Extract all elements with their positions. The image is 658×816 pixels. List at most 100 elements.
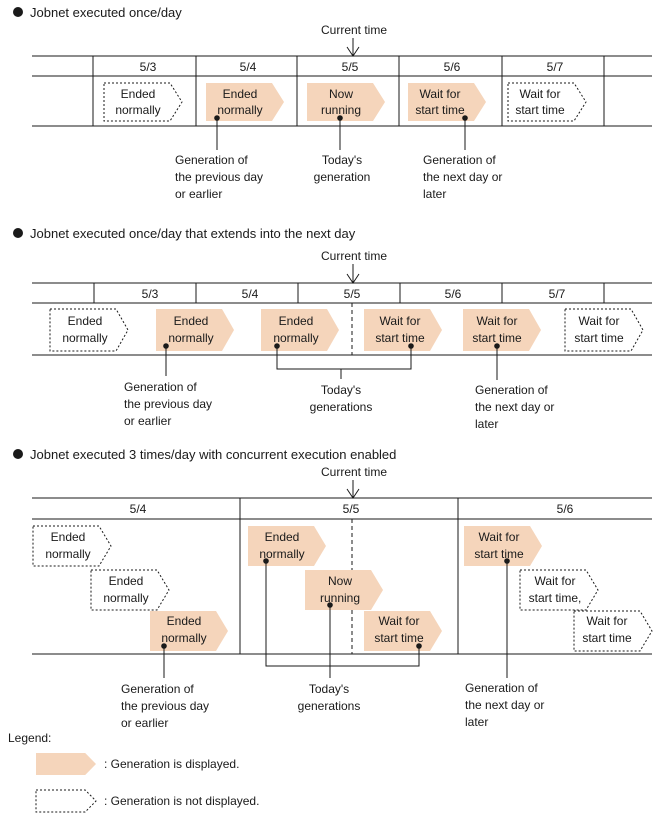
generation-displayed-shape (305, 570, 383, 610)
generation-line1: Ended (121, 87, 156, 101)
generation-box: Wait for start time (364, 611, 442, 651)
section-heading: Jobnet executed once/day (30, 5, 182, 20)
generation-line2: start time (374, 631, 424, 645)
generation-box: Ended normally (49, 308, 129, 352)
generation-box: Wait for start time (463, 309, 541, 351)
generation-hidden-shape (519, 569, 599, 611)
generation-line2: start time (582, 631, 632, 645)
date-label: 5/3 (142, 287, 159, 301)
generation-line2: start time (474, 547, 524, 561)
generation-line1: Wait for (420, 87, 461, 101)
generation-line1: Wait for (520, 87, 561, 101)
date-label: 5/6 (557, 502, 574, 516)
generation-displayed-shape (150, 611, 228, 651)
bullet-icon (13, 7, 23, 17)
annotation-previous-day: Generation of the previous day or earlie… (175, 153, 263, 201)
generation-box: Ended normally (261, 309, 339, 351)
generation-displayed-shape (156, 309, 234, 351)
annotation-line: generation (314, 170, 371, 184)
generation-line2: normally (103, 591, 148, 605)
annotation-line: generations (298, 699, 361, 713)
today-bracket (265, 561, 420, 667)
generation-box: Ended normally (90, 569, 170, 611)
annotation-line: Generation of (175, 153, 248, 167)
annotation-line: Generation of (465, 681, 538, 695)
generation-line2: normally (161, 631, 206, 645)
annotation-line: the next day or (475, 400, 554, 414)
generation-box: Wait for start time (573, 610, 653, 652)
annotation-today: Today's generation (314, 153, 371, 184)
annotation-line: Generation of (423, 153, 496, 167)
generation-line2: normally (45, 547, 90, 561)
generation-hidden-shape (103, 82, 183, 122)
generation-box: Wait for start time (464, 526, 542, 566)
generation-box: Ended normally (150, 611, 228, 651)
generation-hidden-shape (573, 610, 653, 652)
generation-box: Wait for start time, (519, 569, 599, 611)
annotation-today: Today's generations (298, 682, 361, 713)
generation-box: Wait for start time (364, 309, 442, 351)
annotation-line: later (475, 417, 498, 431)
generation-box: Wait for start time (408, 83, 486, 121)
legend-displayed-text: : Generation is displayed. (104, 757, 239, 771)
generation-hidden-shape (35, 789, 97, 813)
generation-hidden-shape (564, 308, 644, 352)
generation-line1: Ended (167, 614, 202, 628)
generation-box: Now running (307, 83, 385, 121)
generation-hidden-shape (507, 82, 587, 122)
annotation-line: the previous day (175, 170, 263, 184)
generation-line1: Ended (51, 530, 86, 544)
generation-displayed-shape (364, 309, 442, 351)
generation-box: Now running (305, 570, 383, 610)
generation-displayed-shape (464, 526, 542, 566)
date-label: 5/5 (342, 60, 359, 74)
date-label: 5/4 (130, 502, 147, 516)
date-label: 5/5 (343, 502, 360, 516)
date-label: 5/4 (242, 287, 259, 301)
generation-line2: normally (273, 331, 318, 345)
generation-line2: normally (62, 331, 107, 345)
date-label: 5/5 (344, 287, 361, 301)
generation-line2: start time (472, 331, 522, 345)
annotation-line: or earlier (121, 716, 168, 730)
generation-line2: start time (415, 103, 465, 117)
generation-line1: Ended (223, 87, 258, 101)
generation-line2: running (321, 103, 361, 117)
current-time-label: Current time (321, 23, 387, 37)
generation-box: Wait for start time (564, 308, 644, 352)
annotation-line: the next day or (423, 170, 502, 184)
generation-line2: start time (375, 331, 425, 345)
annotation-line: or earlier (175, 187, 222, 201)
generation-line1: Wait for (479, 530, 520, 544)
annotation-next-day: Generation of the next day or later (475, 383, 554, 431)
bullet-icon (13, 449, 23, 459)
bullet-icon (13, 228, 23, 238)
annotation-line: Generation of (121, 682, 194, 696)
generation-line2: start time (574, 331, 624, 345)
current-time-label: Current time (321, 249, 387, 263)
generation-line1: Wait for (579, 314, 620, 328)
annotation-line: Today's (321, 383, 361, 397)
annotation-line: Generation of (124, 380, 197, 394)
generation-line1: Wait for (535, 574, 576, 588)
section-three-times-concurrent: Jobnet executed 3 times/day with concurr… (13, 447, 653, 730)
generation-line2: normally (259, 547, 304, 561)
generation-line2: start time (515, 103, 565, 117)
generation-line2: running (320, 591, 360, 605)
date-label: 5/6 (444, 60, 461, 74)
generation-displayed-shape (307, 83, 385, 121)
date-label: 5/4 (240, 60, 257, 74)
annotation-line: Generation of (475, 383, 548, 397)
date-label: 5/3 (140, 60, 157, 74)
annotation-line: later (465, 715, 488, 729)
generation-line1: Wait for (587, 614, 628, 628)
annotation-line: or earlier (124, 414, 171, 428)
generation-box: Ended normally (32, 525, 112, 567)
generation-box: Ended normally (103, 82, 183, 122)
generation-line1: Ended (174, 314, 209, 328)
annotation-line: Today's (309, 682, 349, 696)
current-time-label: Current time (321, 465, 387, 479)
date-label: 5/7 (549, 287, 566, 301)
generation-line1: Wait for (380, 314, 421, 328)
